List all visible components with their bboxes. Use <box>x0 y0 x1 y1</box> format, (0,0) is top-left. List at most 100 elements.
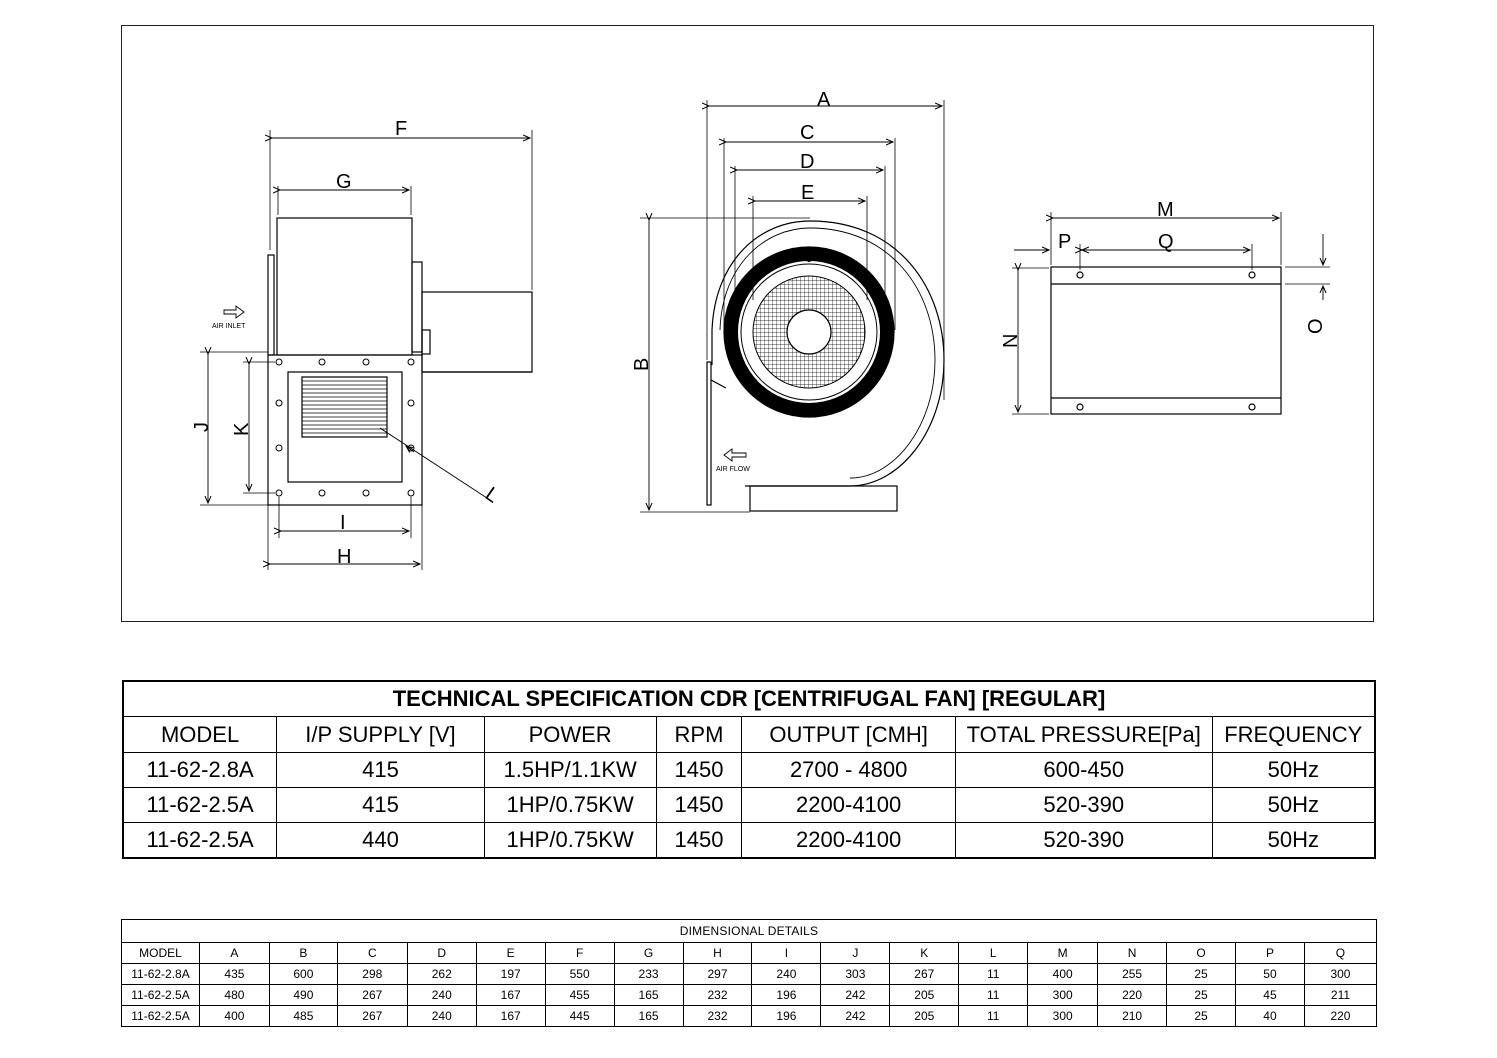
label-B: B <box>631 358 653 371</box>
spec-header-cell: TOTAL PRESSURE[Pa] <box>954 716 1213 753</box>
spec-header-cell: RPM <box>655 716 743 753</box>
table-cell: 167 <box>475 1005 546 1027</box>
table-cell: 25 <box>1166 963 1236 985</box>
dim-header-cell: L <box>958 942 1029 964</box>
table-cell: 520-390 <box>954 822 1213 859</box>
dim-header-cell: K <box>889 942 960 964</box>
label-H: H <box>337 546 351 568</box>
table-cell: 1450 <box>655 787 743 823</box>
dim-header-cell: G <box>613 942 684 964</box>
table-cell: 11 <box>958 1005 1029 1027</box>
table-cell: 11-62-2.8A <box>121 963 200 985</box>
table-cell: 50Hz <box>1211 752 1376 788</box>
side-view <box>200 130 533 570</box>
table-cell: 11 <box>958 984 1029 1006</box>
spec-header-cell: I/P SUPPLY [V] <box>276 716 485 753</box>
table-cell: 445 <box>544 1005 615 1027</box>
technical-drawing: F G J K I H L AIR INLET A C D E B AIR FL… <box>191 89 1330 570</box>
dim-header-cell: B <box>268 942 338 964</box>
dim-header-cell: C <box>336 942 408 964</box>
table-cell: 600-450 <box>954 752 1213 788</box>
table-cell: 400 <box>198 1005 270 1027</box>
label-A: A <box>817 89 831 111</box>
dim-header-cell: D <box>406 942 477 964</box>
front-view <box>640 100 945 513</box>
table-cell: 211 <box>1303 984 1378 1006</box>
label-K: K <box>231 422 253 436</box>
label-P: P <box>1058 231 1071 253</box>
table-cell: 232 <box>682 1005 753 1027</box>
dim-header-cell: MODEL <box>121 942 200 964</box>
table-cell: 167 <box>475 984 546 1006</box>
label-F: F <box>395 118 407 140</box>
table-cell: 300 <box>1303 963 1378 985</box>
label-M: M <box>1157 199 1174 221</box>
table-cell: 196 <box>751 984 822 1006</box>
table-cell: 267 <box>336 1005 408 1027</box>
table-cell: 435 <box>198 963 270 985</box>
dim-table-header: MODEL A B C D E F G H I J K L M N O P Q <box>121 942 1378 964</box>
table-cell: 2200-4100 <box>741 787 956 823</box>
dim-header-cell: N <box>1097 942 1168 964</box>
table-cell: 2700 - 4800 <box>741 752 956 788</box>
spec-header-cell: OUTPUT [CMH] <box>741 716 956 753</box>
table-cell: 11-62-2.5A <box>122 822 278 859</box>
table-cell: 220 <box>1097 984 1168 1006</box>
table-cell: 415 <box>276 752 485 788</box>
spec-header-cell: POWER <box>483 716 657 753</box>
label-E: E <box>801 182 814 204</box>
table-cell: 197 <box>475 963 546 985</box>
dim-header-cell: Q <box>1303 942 1378 964</box>
label-G: G <box>336 171 352 193</box>
table-cell: 242 <box>820 1005 891 1027</box>
table-row: 11-62-2.5A 440 1HP/0.75KW 1450 2200-4100… <box>122 822 1376 859</box>
table-row: 11-62-2.8A 435 600 298 262 197 550 233 2… <box>121 963 1378 985</box>
dim-header-cell: M <box>1027 942 1099 964</box>
label-J: J <box>191 422 213 432</box>
table-cell: 1.5HP/1.1KW <box>483 752 657 788</box>
base-view <box>1012 212 1330 415</box>
label-L: L <box>481 483 503 507</box>
table-cell: 210 <box>1097 1005 1168 1027</box>
table-cell: 165 <box>613 984 684 1006</box>
table-cell: 1450 <box>655 822 743 859</box>
table-cell: 165 <box>613 1005 684 1027</box>
spec-table: TECHNICAL SPECIFICATION CDR [CENTRIFUGAL… <box>122 680 1376 859</box>
spec-table-title: TECHNICAL SPECIFICATION CDR [CENTRIFUGAL… <box>122 680 1376 717</box>
table-cell: 1HP/0.75KW <box>483 787 657 823</box>
table-cell: 11 <box>958 963 1029 985</box>
table-cell: 455 <box>544 984 615 1006</box>
table-cell: 480 <box>198 984 270 1006</box>
dim-header-cell: I <box>751 942 822 964</box>
table-cell: 600 <box>268 963 338 985</box>
table-cell: 240 <box>406 1005 477 1027</box>
label-N: N <box>1000 334 1022 348</box>
dimensional-table: DIMENSIONAL DETAILS MODEL A B C D E F G … <box>121 919 1378 1027</box>
table-cell: 11-62-2.5A <box>121 1005 200 1027</box>
table-cell: 1450 <box>655 752 743 788</box>
dim-header-cell: P <box>1235 942 1305 964</box>
table-cell: 298 <box>336 963 408 985</box>
table-cell: 11-62-2.5A <box>121 984 200 1006</box>
label-C: C <box>800 122 814 144</box>
table-row: 11-62-2.5A 400 485 267 240 167 445 165 2… <box>121 1005 1378 1027</box>
table-cell: 300 <box>1027 984 1099 1006</box>
table-cell: 400 <box>1027 963 1099 985</box>
table-cell: 262 <box>406 963 477 985</box>
table-cell: 440 <box>276 822 485 859</box>
table-cell: 255 <box>1097 963 1168 985</box>
air-flow-label: AIR FLOW <box>716 466 750 473</box>
table-cell: 520-390 <box>954 787 1213 823</box>
table-cell: 220 <box>1303 1005 1378 1027</box>
dim-header-cell: A <box>198 942 270 964</box>
table-cell: 50Hz <box>1211 787 1376 823</box>
spec-header-cell: MODEL <box>122 716 278 753</box>
table-cell: 242 <box>820 984 891 1006</box>
table-cell: 297 <box>682 963 753 985</box>
label-D: D <box>800 151 814 173</box>
table-cell: 2200-4100 <box>741 822 956 859</box>
table-cell: 415 <box>276 787 485 823</box>
table-cell: 11-62-2.8A <box>122 752 278 788</box>
dim-header-cell: O <box>1166 942 1236 964</box>
table-cell: 550 <box>544 963 615 985</box>
